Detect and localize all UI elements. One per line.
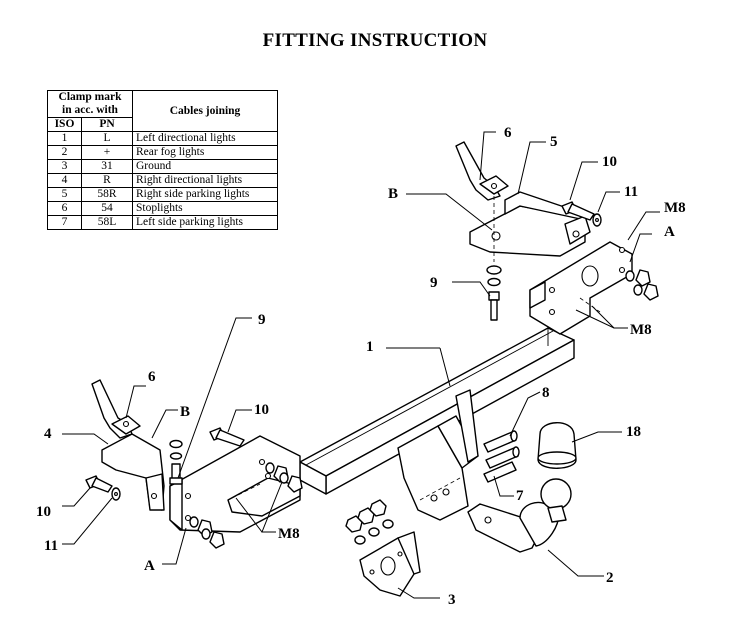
callout-6-upper: 6 [504, 125, 512, 141]
main-crossbar [299, 327, 575, 495]
table-cell-pn: 58R [81, 187, 133, 202]
page-title: FITTING INSTRUCTION [262, 30, 488, 51]
nuts-m8-center [345, 499, 394, 545]
right-side-bracket [529, 241, 633, 335]
leader-lines [62, 131, 660, 599]
bolt-10-mid [209, 427, 245, 447]
callout-labels: 1 2 3 4 5 6 6 7 8 9 9 10 10 10 11 11 18 … [36, 125, 686, 608]
callout-4: 4 [44, 426, 52, 442]
clamp-6-lower [91, 379, 141, 439]
pins-7-8 [483, 430, 520, 483]
callout-1: 1 [366, 339, 374, 355]
callout-b-lower: B [180, 404, 190, 420]
bolt-10-upper [561, 201, 595, 221]
callout-18: 18 [626, 424, 641, 440]
header-pn: PN [81, 117, 133, 132]
callout-10-left: 10 [36, 504, 51, 520]
table-row: 2+Rear fog lights [47, 145, 278, 160]
clamp-6-upper [455, 141, 509, 262]
header-clamp-mark: Clamp mark in acc. with [47, 90, 133, 118]
nuts-m8-left-a [189, 516, 225, 549]
left-bracket-4 [101, 433, 165, 511]
callout-9-upper: 9 [430, 275, 438, 291]
left-side-bracket [169, 435, 301, 533]
table-cell-desc: Right side parking lights [132, 187, 278, 202]
callout-a-right: A [664, 224, 675, 240]
socket-plate-3 [359, 531, 421, 597]
callout-m8-left: M8 [278, 526, 300, 542]
bolt-10-left [85, 475, 113, 493]
header-clamp-line2: in acc. with [62, 104, 118, 116]
callout-m8-right: M8 [630, 322, 652, 338]
callout-10-upper: 10 [602, 154, 617, 170]
table-cell-desc: Left side parking lights [132, 215, 278, 230]
washer-11-upper [592, 213, 602, 227]
callout-a-left: A [144, 558, 155, 574]
washer-11-left [111, 487, 121, 501]
ball-cap-18 [537, 422, 577, 469]
bolt-9-upper [486, 265, 502, 321]
callout-5: 5 [550, 134, 558, 150]
callout-2: 2 [606, 570, 614, 586]
callout-3: 3 [448, 592, 456, 608]
callout-10-mid: 10 [254, 402, 269, 418]
callout-11-upper: 11 [624, 184, 638, 200]
tow-ball-2 [467, 478, 572, 553]
callout-6-lower: 6 [148, 369, 156, 385]
callout-8: 8 [542, 385, 550, 401]
callout-11-left: 11 [44, 538, 58, 554]
tongue-plate [397, 389, 479, 521]
cable-joining-table: Clamp mark in acc. with Cables joining I… [47, 90, 278, 230]
nuts-m8-right [625, 269, 659, 301]
header-clamp-line1: Clamp mark [58, 91, 122, 103]
callout-m8-upper: M8 [664, 200, 686, 216]
callout-7: 7 [516, 488, 524, 504]
bolt-9-lower [169, 439, 183, 485]
callout-9-lower: 9 [258, 312, 266, 328]
nuts-m8-left-b [265, 462, 303, 493]
callout-b-upper: B [388, 186, 398, 202]
